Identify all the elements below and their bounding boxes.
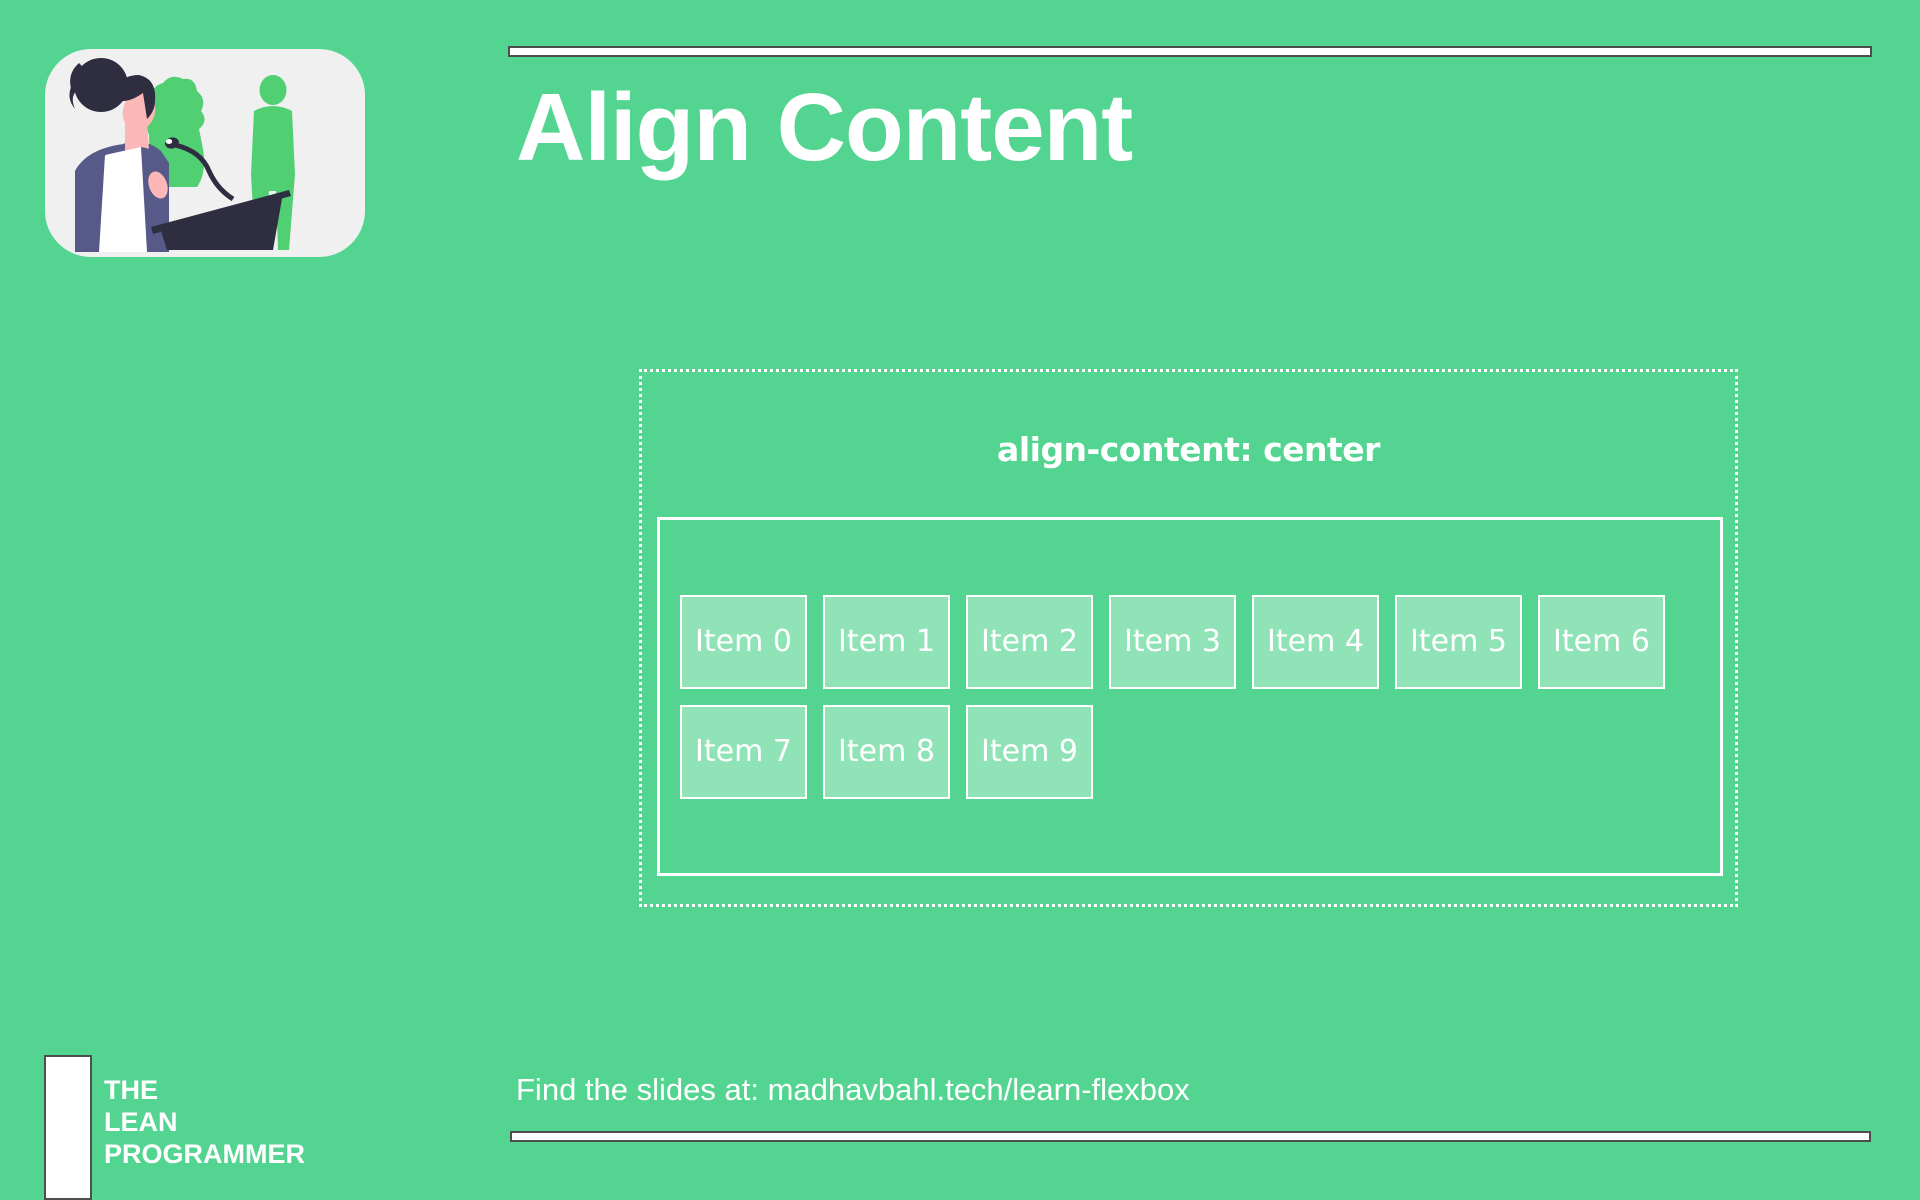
woman-speaker	[69, 58, 169, 252]
flex-item: Item 4	[1252, 594, 1379, 689]
flex-demo-container: Item 0 Item 1 Item 2 Item 3 Item 4 Item …	[657, 517, 1723, 876]
speaker-at-podium-illustration	[69, 58, 295, 252]
demo-caption: align-content: center	[997, 430, 1380, 469]
flex-item: Item 3	[1109, 594, 1236, 689]
logo-line: PROGRAMMER	[104, 1139, 305, 1169]
demo-dotted-frame: align-content: center Item 0 Item 1 Item…	[639, 369, 1738, 907]
flex-item: Item 2	[966, 594, 1093, 689]
footer-divider-bar	[510, 1131, 1871, 1142]
footer-note: Find the slides at: madhavbahl.tech/lear…	[516, 1072, 1190, 1107]
flex-item: Item 7	[680, 704, 807, 799]
logo-line: THE	[104, 1075, 158, 1105]
flex-item: Item 6	[1538, 594, 1665, 689]
flex-item: Item 1	[823, 594, 950, 689]
flex-item: Item 0	[680, 594, 807, 689]
flex-item: Item 9	[966, 704, 1093, 799]
logo-text: THE LEAN PROGRAMMER	[104, 1074, 305, 1170]
flex-item: Item 5	[1395, 594, 1522, 689]
logo-mark	[44, 1055, 92, 1200]
speaker-illustration-card	[45, 49, 365, 257]
podium-and-mic	[151, 137, 291, 250]
logo-line: LEAN	[104, 1107, 178, 1137]
flex-item: Item 8	[823, 704, 950, 799]
header-divider-bar	[508, 46, 1872, 57]
page-title: Align Content	[516, 74, 1133, 181]
